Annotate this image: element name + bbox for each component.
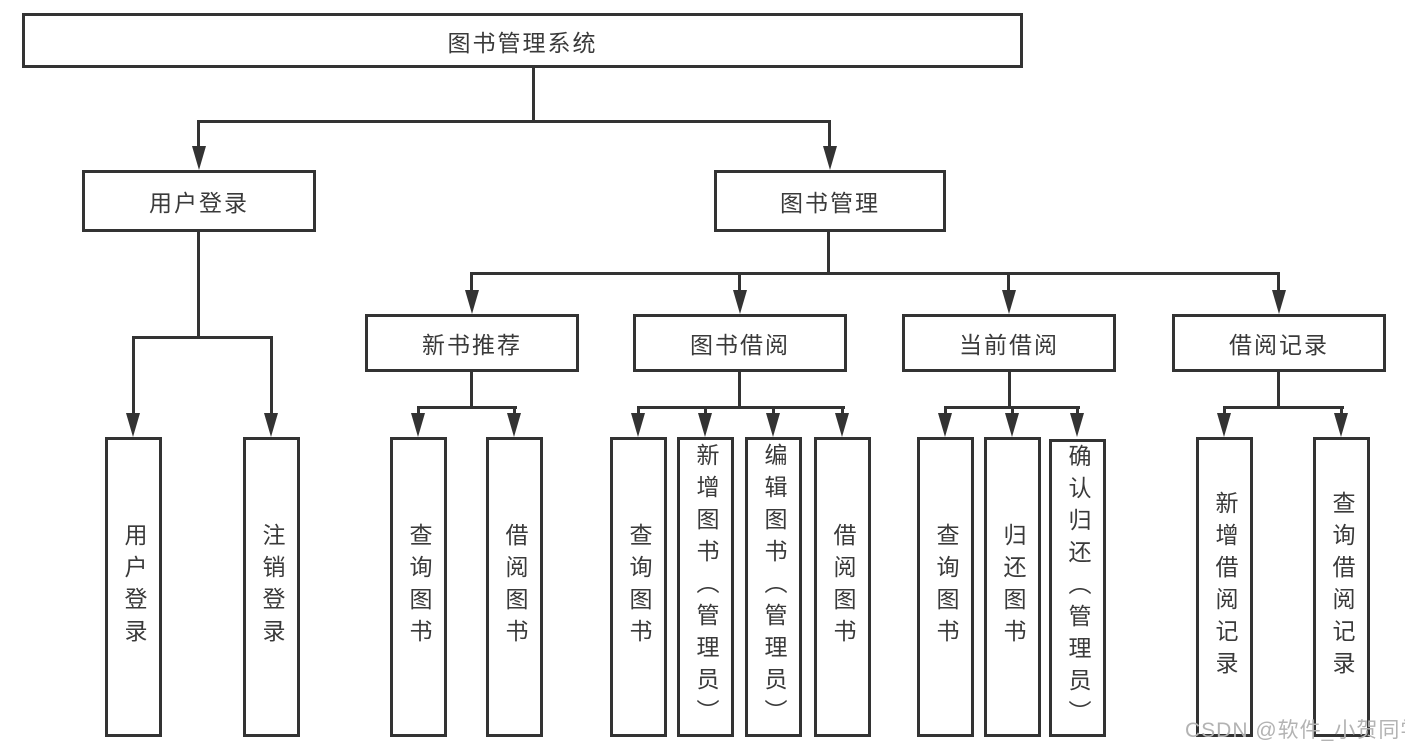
connector-line [417,406,420,416]
connector-line [1011,406,1014,416]
leaf-borrow-books-newbook: 借阅图书 [486,437,543,737]
node-book-borrow: 图书借阅 [633,314,847,372]
connector-line [132,336,273,339]
watermark: CSDN @软件_小贺同学 [1185,719,1405,742]
node-current-borrow: 当前借阅 [902,314,1116,372]
leaf-edit-books-admin: 编辑图书（管理员） [745,437,802,737]
leaf-confirm-return-admin: 确认归还（管理员） [1049,439,1106,737]
arrow-down [823,146,837,170]
arrow-down [507,413,521,437]
connector-line [1007,272,1010,294]
leaf-query-books-borrow: 查询图书 [610,437,667,737]
connector-line [197,120,831,123]
leaf-borrow-books: 借阅图书 [814,437,871,737]
connector-line [738,372,741,408]
arrow-down [465,290,479,314]
connector-line [1277,372,1280,408]
arrow-down [1005,413,1019,437]
arrow-down [766,413,780,437]
connector-line [470,272,1280,275]
node-new-book-recommend: 新书推荐 [365,314,579,372]
arrow-down [1070,413,1084,437]
arrow-down [1217,413,1231,437]
node-borrow-records: 借阅记录 [1172,314,1386,372]
arrow-down [1002,290,1016,314]
connector-line [1008,372,1011,408]
connector-line [197,232,200,339]
leaf-query-borrow-record: 查询借阅记录 [1313,437,1370,737]
connector-line [532,68,535,122]
connector-line [704,406,707,416]
leaf-add-books-admin: 新增图书（管理员） [677,437,734,737]
connector-line [1277,272,1280,294]
arrow-down [126,413,140,437]
connector-line [637,406,640,416]
connector-line [197,120,200,148]
connector-line [828,120,831,148]
connector-line [772,406,775,416]
connector-line [470,272,473,294]
connector-line [827,232,830,274]
connector-line [738,272,741,294]
connector-line [637,406,845,409]
arrow-down [733,290,747,314]
connector-line [1340,406,1343,416]
leaf-add-borrow-record: 新增借阅记录 [1196,437,1253,737]
connector-line [1223,406,1226,416]
arrow-down [835,413,849,437]
connector-line [270,336,273,414]
leaf-logout: 注销登录 [243,437,300,737]
leaf-query-books-newbook: 查询图书 [390,437,447,737]
node-book-management: 图书管理 [714,170,946,232]
arrow-down [192,146,206,170]
connector-line [841,406,844,416]
arrow-down [411,413,425,437]
connector-line [944,406,947,416]
leaf-return-books: 归还图书 [984,437,1041,737]
arrow-down [698,413,712,437]
connector-line [1223,406,1344,409]
arrow-down [1334,413,1348,437]
leaf-user-login: 用户登录 [105,437,162,737]
arrow-down [1272,290,1286,314]
leaf-query-books-current: 查询图书 [917,437,974,737]
connector-line [513,406,516,416]
arrow-down [938,413,952,437]
node-library-system: 图书管理系统 [22,13,1023,68]
connector-line [1076,406,1079,416]
connector-line [132,336,135,414]
connector-line [470,372,473,408]
arrow-down [264,413,278,437]
connector-line [417,406,517,409]
arrow-down [631,413,645,437]
node-user-login: 用户登录 [82,170,316,232]
